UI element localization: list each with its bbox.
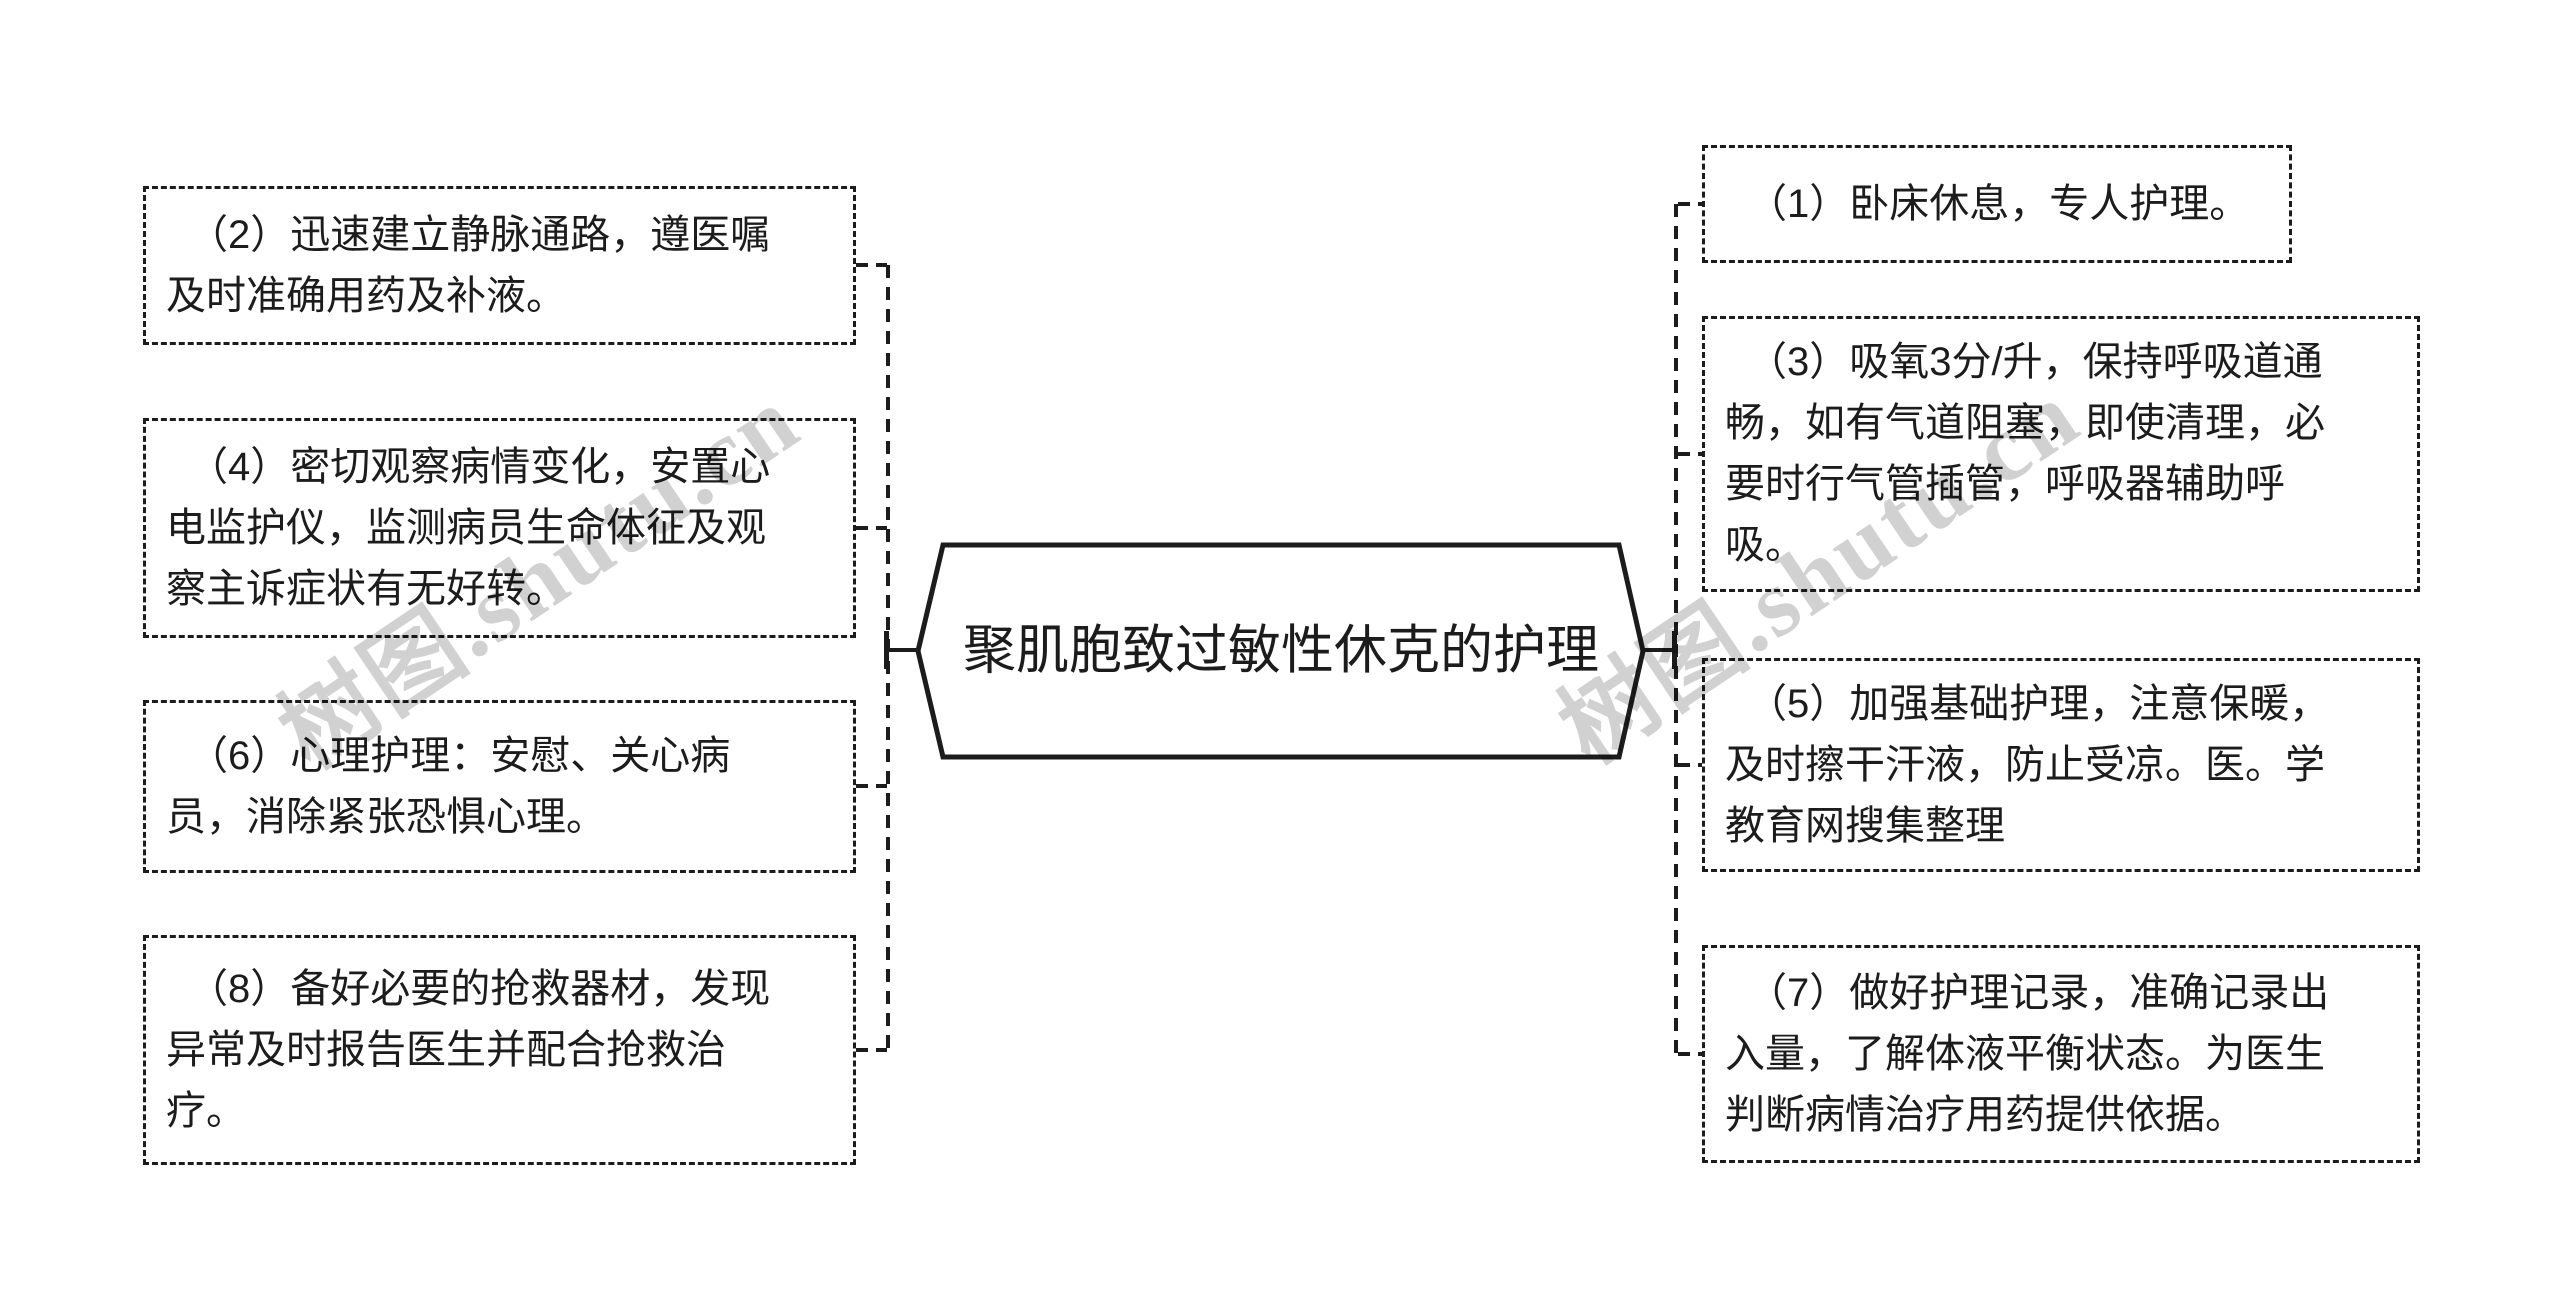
branch-node-5-text: （5）加强基础护理，注意保暖，及时擦干汗液，防止受凉。医。学教育网搜集整理 [1725, 681, 2330, 848]
root-node[interactable]: 聚肌胞致过敏性休克的护理 [915, 541, 1647, 761]
right-branch-bus-connector [1674, 204, 1678, 1054]
branch-node-5[interactable]: （5）加强基础护理，注意保暖，及时擦干汗液，防止受凉。医。学教育网搜集整理 [1702, 658, 2420, 872]
root-node-hexagon-shape [915, 542, 1646, 760]
branch-node-8[interactable]: （8）备好必要的抢救器材，发现异常及时报告医生并配合抢救治疗。 [143, 935, 856, 1165]
branch-node-7-text: （7）做好护理记录，准确记录出入量，了解体液平衡状态。为医生判断病情治疗用药提供… [1725, 970, 2330, 1137]
branch-node-8-text: （8）备好必要的抢救器材，发现异常及时报告医生并配合抢救治疗。 [166, 966, 771, 1133]
root-left-connector-line [886, 648, 919, 652]
branch-node-1[interactable]: （1）卧床休息，专人护理。 [1702, 145, 2292, 263]
root-node-title: 聚肌胞致过敏性休克的护理 [963, 621, 1599, 680]
branch-node-1-text: （1）卧床休息，专人护理。 [1747, 181, 2250, 226]
branch-node-7[interactable]: （7）做好护理记录，准确记录出入量，了解体液平衡状态。为医生判断病情治疗用药提供… [1702, 945, 2420, 1163]
connector-stub-node-2 [856, 263, 887, 267]
connector-stub-node-6 [856, 784, 887, 788]
branch-node-6-text: （6）心理护理：安慰、关心病员，消除紧张恐惧心理。 [166, 733, 731, 839]
root-right-connector-cap [1672, 631, 1677, 669]
branch-node-4[interactable]: （4）密切观察病情变化，安置心电监护仪，监测病员生命体征及观察主诉症状有无好转。 [143, 418, 856, 638]
connector-stub-node-1 [1678, 202, 1702, 206]
branch-node-2[interactable]: （2）迅速建立静脉通路，遵医嘱及时准确用药及补液。 [143, 186, 856, 345]
connector-stub-node-5 [1678, 763, 1702, 767]
connector-stub-node-7 [1678, 1052, 1702, 1056]
connector-stub-node-8 [856, 1048, 887, 1052]
branch-node-3[interactable]: （3）吸氧3分/升，保持呼吸道通畅，如有气道阻塞，即使清理，必要时行气管插管，呼… [1702, 316, 2420, 592]
root-right-connector-line [1641, 648, 1674, 652]
branch-node-3-text: （3）吸氧3分/升，保持呼吸道通畅，如有气道阻塞，即使清理，必要时行气管插管，呼… [1725, 340, 2325, 567]
branch-node-6[interactable]: （6）心理护理：安慰、关心病员，消除紧张恐惧心理。 [143, 700, 856, 873]
branch-node-4-text: （4）密切观察病情变化，安置心电监护仪，监测病员生命体征及观察主诉症状有无好转。 [166, 444, 771, 611]
connector-stub-node-4 [856, 526, 887, 530]
connector-stub-node-3 [1678, 452, 1702, 456]
branch-node-2-text: （2）迅速建立静脉通路，遵医嘱及时准确用药及补液。 [166, 212, 771, 318]
